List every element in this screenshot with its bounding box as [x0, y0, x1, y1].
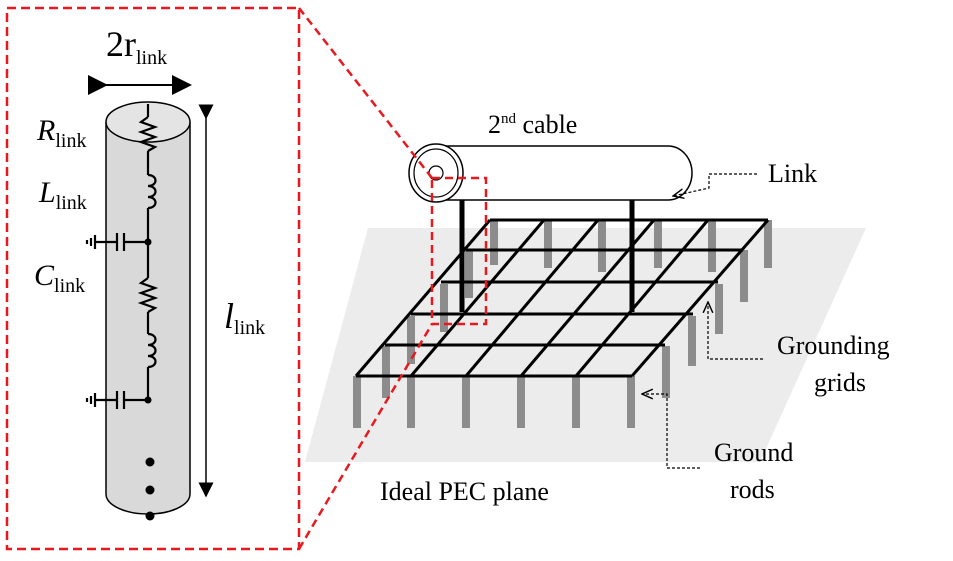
grids-label-line1: Grounding — [777, 331, 890, 360]
zoom-lines — [297, 7, 434, 550]
diameter-label: 2rlink — [106, 24, 167, 69]
grids-callout-line — [708, 302, 763, 360]
grids-label-line2: grids — [814, 368, 866, 397]
ground-rods-front — [353, 378, 635, 428]
capacitor-lower — [85, 391, 148, 409]
resistance-label: Rlink — [36, 114, 86, 152]
rods-callout-line — [642, 394, 700, 469]
link-label: Link — [768, 159, 817, 188]
junction-dots — [144, 238, 155, 521]
link-highlight-box — [430, 176, 488, 326]
length-label: llink — [224, 296, 265, 339]
vertical-links — [459, 196, 635, 312]
second-cable — [408, 143, 693, 203]
capacitance-label: Clink — [34, 259, 85, 297]
enlarged-view-box — [5, 6, 301, 551]
inductance-label: Llink — [38, 176, 87, 214]
link-callout-line — [673, 173, 757, 196]
rods-label-line1: Ground — [714, 438, 793, 467]
pec-plane-label: Ideal PEC plane — [380, 477, 549, 506]
circuit-chain — [137, 104, 159, 402]
rods-label-line2: rods — [730, 475, 775, 504]
cable-label: 2nd cable — [488, 110, 577, 139]
capacitor-upper — [85, 233, 148, 251]
